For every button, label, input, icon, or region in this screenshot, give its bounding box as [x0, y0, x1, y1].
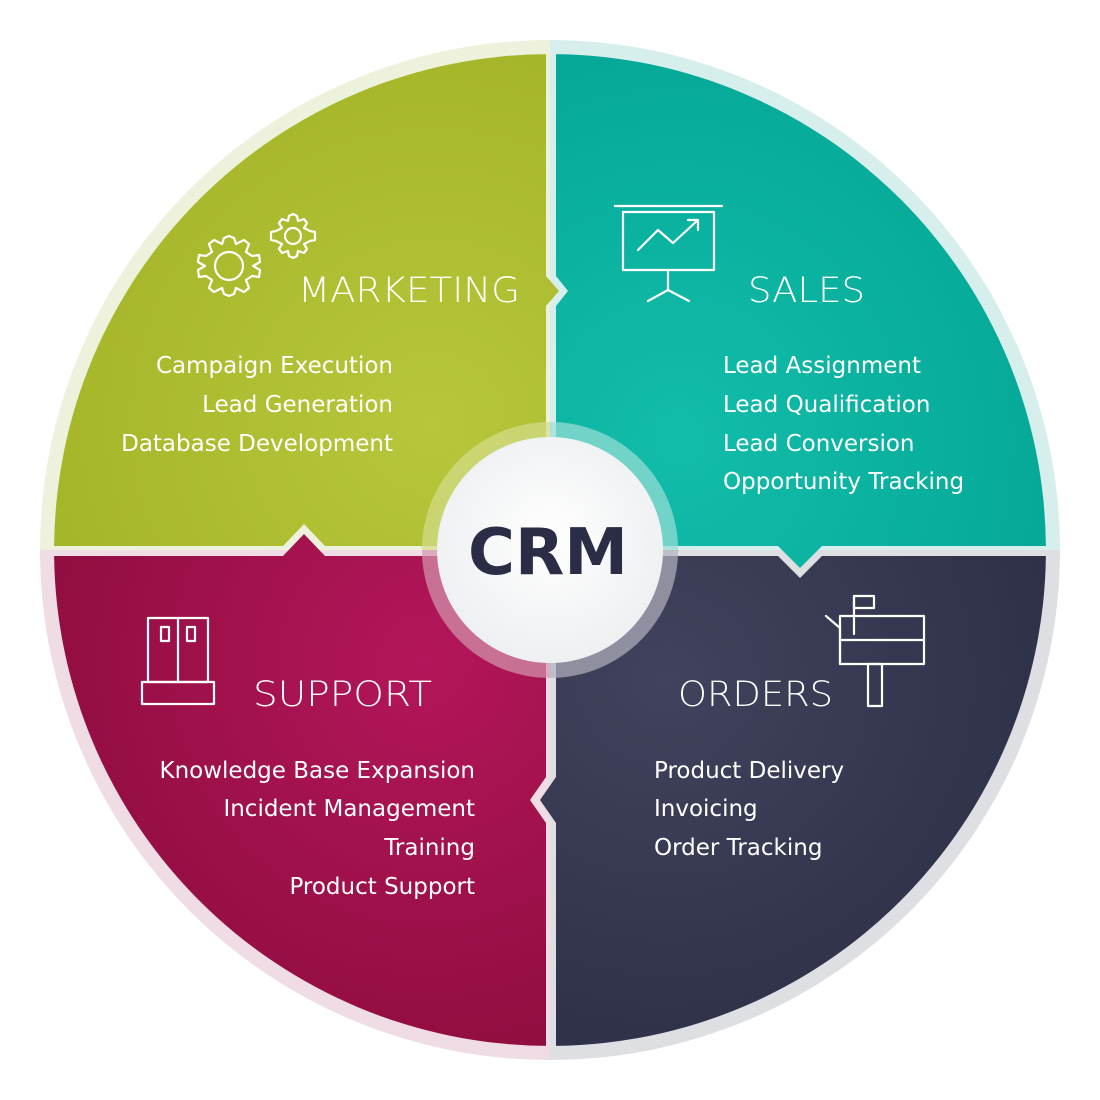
marketing-item: Campaign Execution	[156, 353, 393, 379]
mailbox-icon	[824, 594, 926, 708]
marketing-quadrant	[54, 54, 559, 546]
marketing-item: Database Development	[121, 431, 393, 457]
orders-title: ORDERS	[678, 675, 833, 715]
marketing-item: Lead Generation	[202, 392, 393, 418]
support-item: Training	[383, 835, 475, 861]
sales-item: Lead Conversion	[723, 431, 915, 457]
center-label: CRM	[468, 516, 628, 590]
center-hub: CRM	[422, 422, 678, 678]
sales-title: SALES	[748, 271, 865, 311]
sales-item: Lead Assignment	[723, 353, 921, 379]
orders-quadrant	[540, 556, 1046, 1046]
orders-item: Product Delivery	[654, 758, 844, 784]
marketing-title: MARKETING	[298, 271, 520, 311]
orders-item: Invoicing	[654, 796, 758, 822]
sales-quadrant	[556, 54, 1046, 569]
cabinet-icon	[140, 616, 216, 706]
sales-item: Opportunity Tracking	[723, 469, 964, 495]
support-item: Product Support	[289, 874, 475, 900]
support-title: SUPPORT	[253, 675, 432, 715]
support-item: Incident Management	[223, 796, 475, 822]
support-item: Knowledge Base Expansion	[160, 758, 476, 784]
orders-item: Order Tracking	[654, 835, 822, 861]
sales-item: Lead Qualification	[723, 392, 930, 418]
gears-icon	[196, 212, 317, 298]
presentation-chart-icon	[613, 204, 724, 303]
